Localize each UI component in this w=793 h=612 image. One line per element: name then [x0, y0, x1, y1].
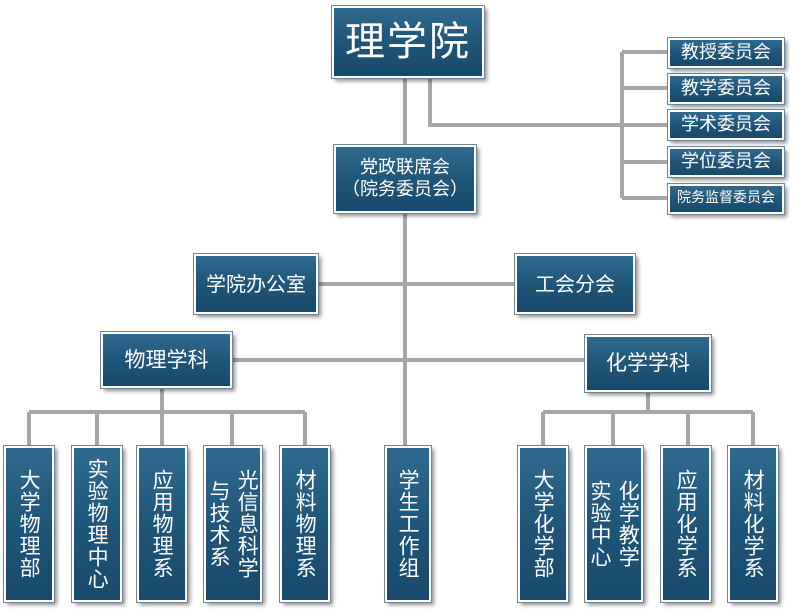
unit-label-col2: 实验中心: [588, 480, 612, 568]
unit-label-col1: 化学教学: [616, 480, 641, 568]
chemistry-unit-2: 化学教学 实验中心: [584, 445, 644, 603]
committee-label: 院务监督委员会: [677, 190, 775, 207]
unit-label: 大学化学部: [531, 469, 556, 579]
unit-label: 应用化学系: [674, 469, 699, 579]
council-subtitle: （院务委员会）: [342, 179, 468, 200]
chemistry-unit-1: 大学化学部: [517, 445, 569, 603]
physics-unit-4: 光信息科学 与技术系: [203, 445, 263, 603]
committee-box-2: 教学委员会: [667, 73, 785, 105]
office-label: 学院办公室: [206, 271, 306, 296]
physics-discipline-label: 物理学科: [124, 347, 209, 372]
physics-unit-2: 实验物理中心: [71, 445, 123, 603]
union-label: 工会分会: [535, 271, 615, 296]
physics-unit-3: 应用物理系: [136, 445, 188, 603]
unit-label: 材料化学系: [741, 469, 766, 579]
connector-top-to-committees: [428, 78, 622, 127]
unit-label: 材料物理系: [293, 469, 318, 579]
committee-label: 教授委员会: [681, 41, 771, 63]
physics-unit-1: 大学物理部: [3, 445, 55, 603]
chemistry-discipline-node: 化学学科: [584, 334, 712, 393]
council-node: 党政联席会 （院务委员会）: [333, 144, 477, 214]
chemistry-unit-4: 材料化学系: [727, 445, 779, 603]
unit-label: 大学物理部: [17, 469, 42, 579]
committee-box-4: 学位委员会: [667, 146, 785, 178]
council-title: 党政联席会: [360, 156, 450, 178]
committee-box-1: 教授委员会: [667, 37, 785, 69]
chemistry-unit-3: 应用化学系: [660, 445, 712, 603]
student-work-node: 学生工作组: [384, 445, 432, 603]
unit-label: 应用物理系: [150, 469, 175, 579]
unit-label-col1: 光信息科学: [235, 469, 260, 579]
union-node: 工会分会: [514, 253, 636, 315]
physics-discipline-node: 物理学科: [100, 331, 233, 389]
office-node: 学院办公室: [193, 253, 319, 315]
committee-label: 教学委员会: [681, 77, 771, 99]
chemistry-discipline-label: 化学学科: [606, 351, 690, 376]
unit-label-col2: 与技术系: [207, 480, 231, 568]
committee-label: 学位委员会: [681, 150, 771, 172]
committee-label: 学术委员会: [681, 113, 771, 135]
committee-box-3: 学术委员会: [667, 109, 785, 141]
student-work-label: 学生工作组: [396, 469, 421, 579]
top-node-school: 理学院: [331, 5, 485, 79]
committee-box-5: 院务监督委员会: [667, 183, 785, 215]
physics-unit-5: 材料物理系: [279, 445, 331, 603]
top-node-label: 理学院: [345, 19, 471, 65]
unit-label: 实验物理中心: [85, 458, 110, 590]
